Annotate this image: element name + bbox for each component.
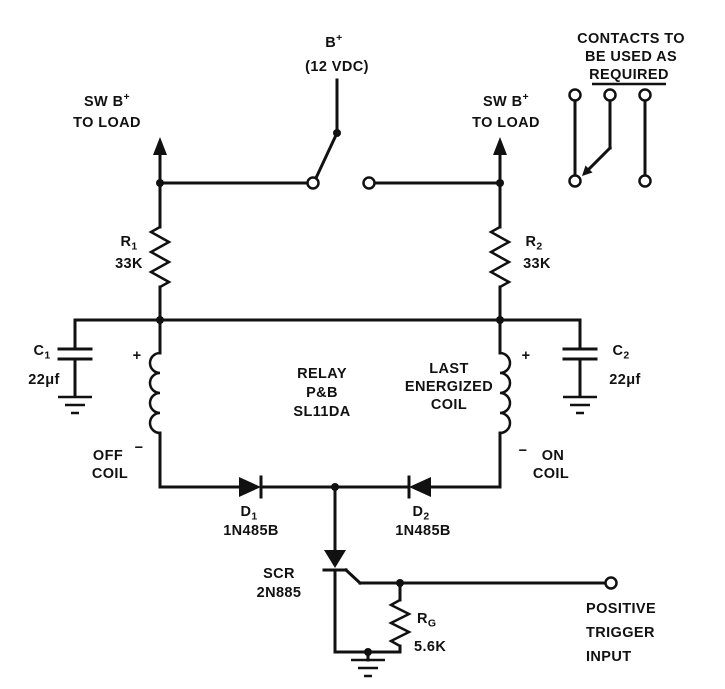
load-arrow-left: SW B+ TO LOAD (73, 91, 167, 155)
scr-label-1: SCR (263, 566, 295, 582)
supply-b-plus: B+ (12 VDC) (305, 32, 376, 190)
contacts-note-3: REQUIRED (589, 67, 669, 83)
capacitor-plates (562, 347, 598, 361)
contact-terminal (568, 88, 582, 102)
main-ground (351, 658, 385, 678)
diode-triangle (239, 477, 261, 497)
coil-off: + − OFF COIL (92, 348, 161, 482)
off-coil-label-2: COIL (92, 466, 128, 482)
r2-value-label: 33K (523, 256, 551, 272)
c2-value-label: 22μf (609, 372, 640, 388)
contact-terminal (638, 88, 652, 102)
load-right-label-1: SW B+ (483, 91, 529, 110)
trigger-label-1: POSITIVE (586, 601, 656, 617)
junction-dot (156, 179, 164, 187)
rg-value-label: 5.6K (414, 639, 446, 655)
off-coil-minus: − (135, 440, 144, 456)
inductor-coil (499, 351, 512, 435)
junction-dot (331, 483, 339, 491)
junction-dots (156, 179, 504, 656)
contacts-note-1: CONTACTS TO (577, 31, 685, 47)
junction-dot (364, 648, 372, 656)
switch-contact-right (362, 176, 376, 190)
load-left-label-1: SW B+ (84, 91, 130, 110)
supply-label: B+ (325, 32, 342, 51)
on-coil-minus: − (519, 443, 528, 459)
rg-ref-label: RG (417, 611, 436, 630)
relay-label-3: SL11DA (293, 404, 350, 420)
on-coil-label-1: ON (542, 448, 565, 464)
d2-value-label: 1N485B (395, 523, 451, 539)
c2-ref-label: C2 (612, 343, 629, 362)
switch-contact-left (306, 176, 320, 190)
capacitor-plates (57, 347, 93, 361)
circuit-wires (73, 78, 647, 662)
on-coil-plus: + (522, 348, 531, 364)
ground-icon (58, 395, 92, 415)
diode-d1: D1 1N485B (223, 475, 279, 539)
c1-ref-label: C1 (33, 343, 50, 362)
r1-value-label: 33K (115, 256, 143, 272)
resistor-zigzag (148, 225, 172, 289)
capacitor-c1: C1 22μf (28, 343, 93, 415)
resistor-zigzag (488, 225, 512, 289)
ground-icon (351, 658, 385, 678)
junction-dot (396, 579, 404, 587)
scr-triangle (324, 550, 346, 568)
trigger-label-2: TRIGGER (586, 625, 655, 641)
contacts-assembly: CONTACTS TO BE USED AS REQUIRED (568, 31, 685, 188)
contact-terminal (568, 174, 582, 188)
relay-label: RELAY P&B SL11DA (293, 366, 350, 420)
last-energized-note: LAST ENERGIZED COIL (405, 361, 493, 413)
resistor-r1: R1 33K (115, 225, 172, 289)
load-left-label-2: TO LOAD (73, 115, 141, 131)
on-coil-label-2: COIL (533, 466, 569, 482)
junction-dot (156, 316, 164, 324)
inductor-coil (148, 351, 161, 435)
supply-voltage-label: (12 VDC) (305, 59, 369, 75)
last-coil-label-2: ENERGIZED (405, 379, 493, 395)
trigger-input: POSITIVE TRIGGER INPUT (586, 576, 656, 665)
resistor-r2: R2 33K (488, 225, 551, 289)
contact-terminal (638, 174, 652, 188)
last-coil-label-3: COIL (431, 397, 467, 413)
resistor-rg: RG 5.6K (388, 598, 446, 655)
r1-ref-label: R1 (120, 234, 137, 253)
trigger-input-terminal (604, 576, 618, 590)
diode-triangle (409, 477, 431, 497)
trigger-label-3: INPUT (586, 649, 632, 665)
junction-dot (496, 179, 504, 187)
c1-value-label: 22μf (28, 372, 59, 388)
capacitor-c2: C2 22μf (562, 343, 640, 415)
scr-2n885: SCR 2N885 (257, 550, 348, 601)
contacts-note-2: BE USED AS (585, 49, 677, 65)
d1-ref-label: D1 (240, 504, 257, 523)
resistor-zigzag (388, 598, 412, 648)
load-arrow-right: SW B+ TO LOAD (472, 91, 540, 155)
coil-on: + − ON COIL (499, 348, 569, 482)
scr-label-2: 2N885 (257, 585, 302, 601)
load-right-label-2: TO LOAD (472, 115, 540, 131)
last-coil-label-1: LAST (429, 361, 468, 377)
contact-blade-arrow-icon (582, 165, 593, 176)
relay-label-2: P&B (306, 385, 338, 401)
r2-ref-label: R2 (525, 234, 542, 253)
up-arrow-icon (153, 137, 167, 155)
ground-icon (563, 395, 597, 415)
junction-dot (496, 316, 504, 324)
contact-terminal (603, 88, 617, 102)
d2-ref-label: D2 (412, 504, 429, 523)
relay-label-1: RELAY (297, 366, 347, 382)
off-coil-label-1: OFF (93, 448, 123, 464)
switch-pivot-dot (333, 129, 341, 137)
off-coil-plus: + (133, 348, 142, 364)
diode-d2: D2 1N485B (395, 475, 451, 539)
up-arrow-icon (493, 137, 507, 155)
d1-value-label: 1N485B (223, 523, 279, 539)
